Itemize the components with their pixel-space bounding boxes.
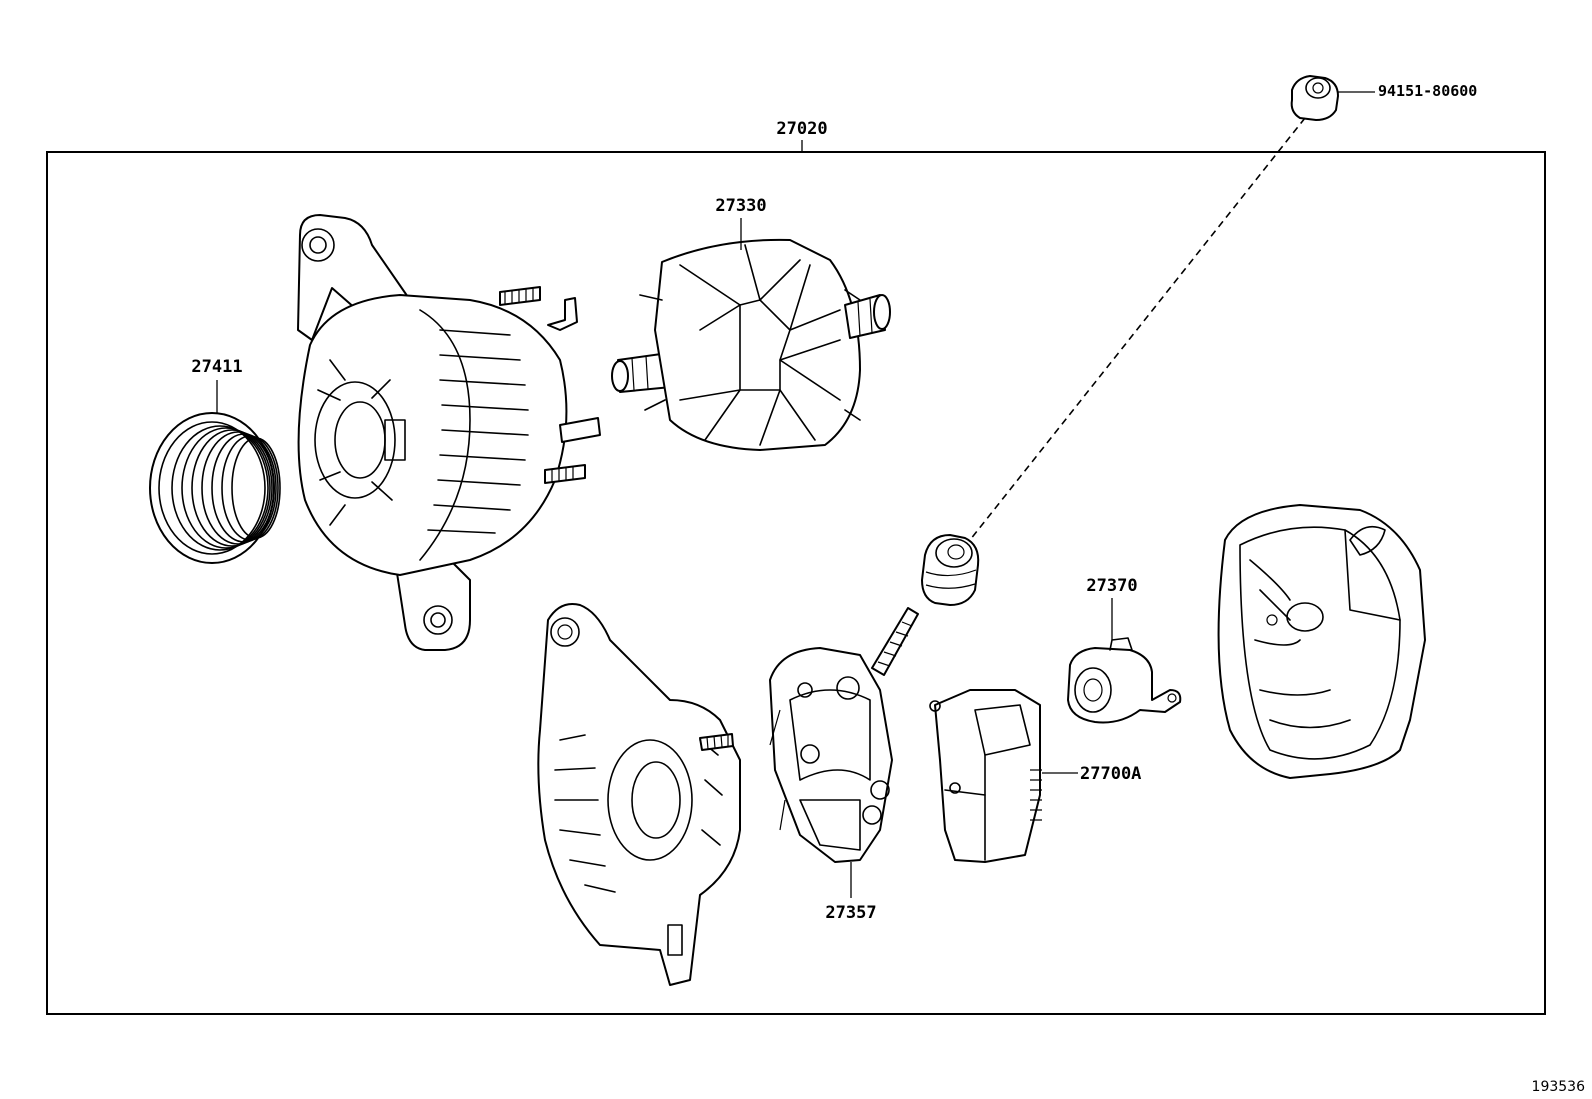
diagram-number: 193536	[1532, 1079, 1586, 1095]
regulator-part[interactable]	[929, 689, 1042, 863]
brush-holder-part[interactable]	[1067, 637, 1182, 724]
rotor-label: 27330	[715, 196, 766, 216]
brush-holder-label: 27370	[1086, 576, 1137, 596]
assembly-label: 27020	[776, 119, 827, 139]
pulley-part[interactable]	[149, 412, 281, 564]
drive-end-frame-part[interactable]	[297, 214, 601, 651]
bearing-connection-line	[969, 117, 1306, 541]
bearing-cap-label: 94151-80600	[1378, 82, 1477, 100]
rectifier-part[interactable]	[769, 607, 919, 863]
rear-cover-part[interactable]	[1217, 504, 1426, 779]
pulley-label: 27411	[191, 357, 242, 377]
rotor-part[interactable]	[611, 238, 891, 451]
bearing-cap-part[interactable]	[1290, 75, 1339, 121]
rectifier-label: 27357	[825, 903, 876, 923]
rectifier-end-frame-part[interactable]	[537, 603, 741, 986]
regulator-label: 27700A	[1080, 764, 1141, 784]
bearing-part[interactable]	[921, 534, 980, 606]
assembly-frame	[46, 151, 1546, 1015]
